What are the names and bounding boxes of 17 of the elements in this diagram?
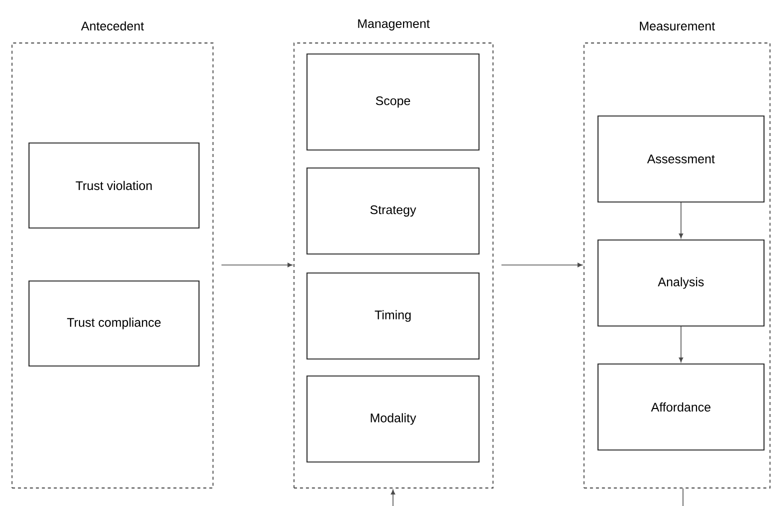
process-box: Trust compliance xyxy=(28,280,200,367)
arrow xyxy=(678,202,684,238)
process-box: Modality xyxy=(306,375,480,463)
process-box: Scope xyxy=(306,53,480,151)
arrow xyxy=(501,262,582,268)
process-box: Strategy xyxy=(306,167,480,255)
process-box: Analysis xyxy=(597,239,765,327)
group-heading: Management xyxy=(358,19,430,30)
group-heading: Antecedent xyxy=(81,21,144,30)
arrow xyxy=(221,262,292,268)
arrow xyxy=(390,490,396,506)
process-box: Affordance xyxy=(597,363,765,451)
process-box: Timing xyxy=(306,272,480,360)
process-box: Trust violation xyxy=(28,142,200,229)
process-box: Assessment xyxy=(597,115,765,203)
group-heading: Measurement xyxy=(640,22,715,30)
arrow xyxy=(678,326,684,362)
